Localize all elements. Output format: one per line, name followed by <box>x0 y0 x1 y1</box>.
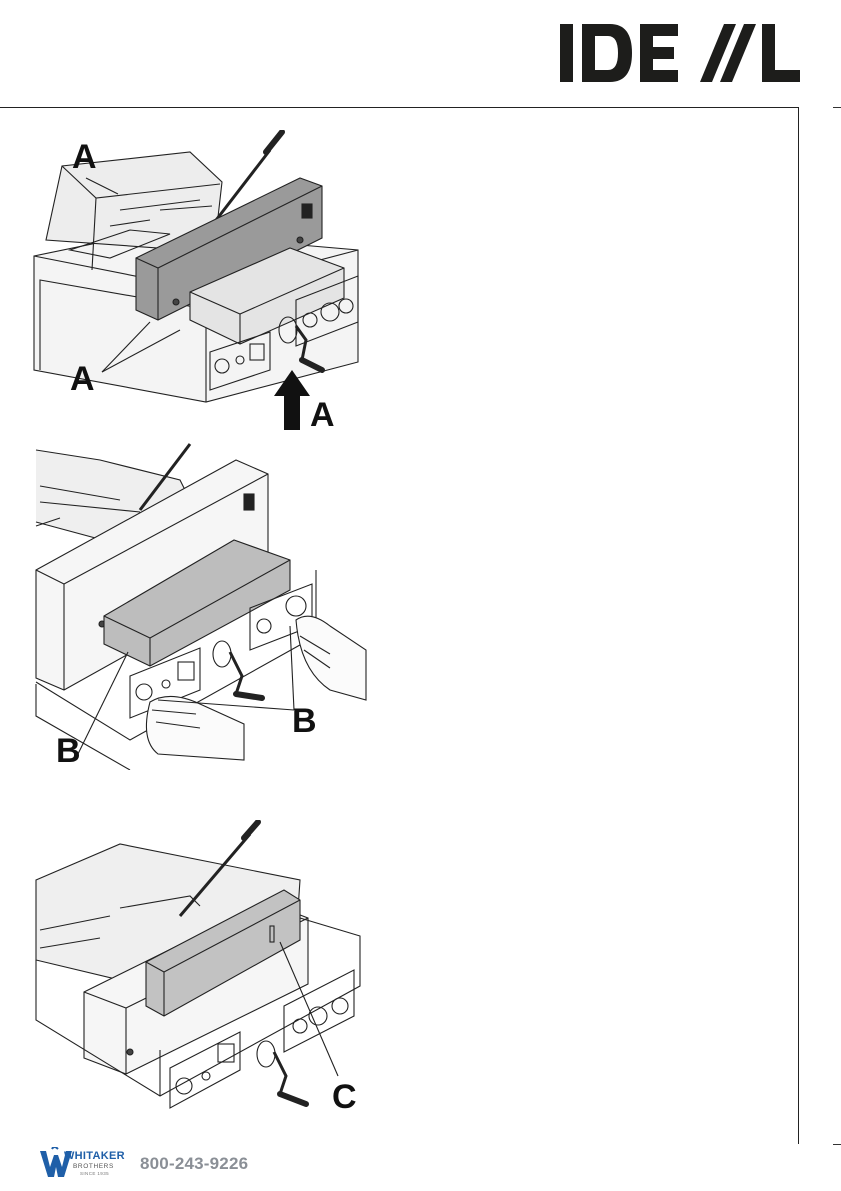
footer-phone: 800-243-9226 <box>140 1154 248 1174</box>
figure-guard-removal <box>0 130 380 440</box>
figure-guard-check <box>0 820 380 1120</box>
margin-tick <box>833 107 841 108</box>
footer-since: SINCE 1935 <box>80 1171 109 1176</box>
figure-label-c: C <box>332 1080 357 1114</box>
footer-company-sub: BROTHERS <box>73 1163 114 1170</box>
figure-two-hand-operation <box>0 440 380 770</box>
figure-label-b: B <box>56 734 81 768</box>
footer-company: WHITAKER <box>64 1150 125 1162</box>
figure-label-b: B <box>292 704 317 738</box>
figure-label-a: A <box>70 362 95 396</box>
margin-tick <box>833 1144 841 1145</box>
figure-label-a: A <box>310 398 335 432</box>
figure-label-a: A <box>72 140 97 174</box>
ideal-logo <box>560 22 800 84</box>
